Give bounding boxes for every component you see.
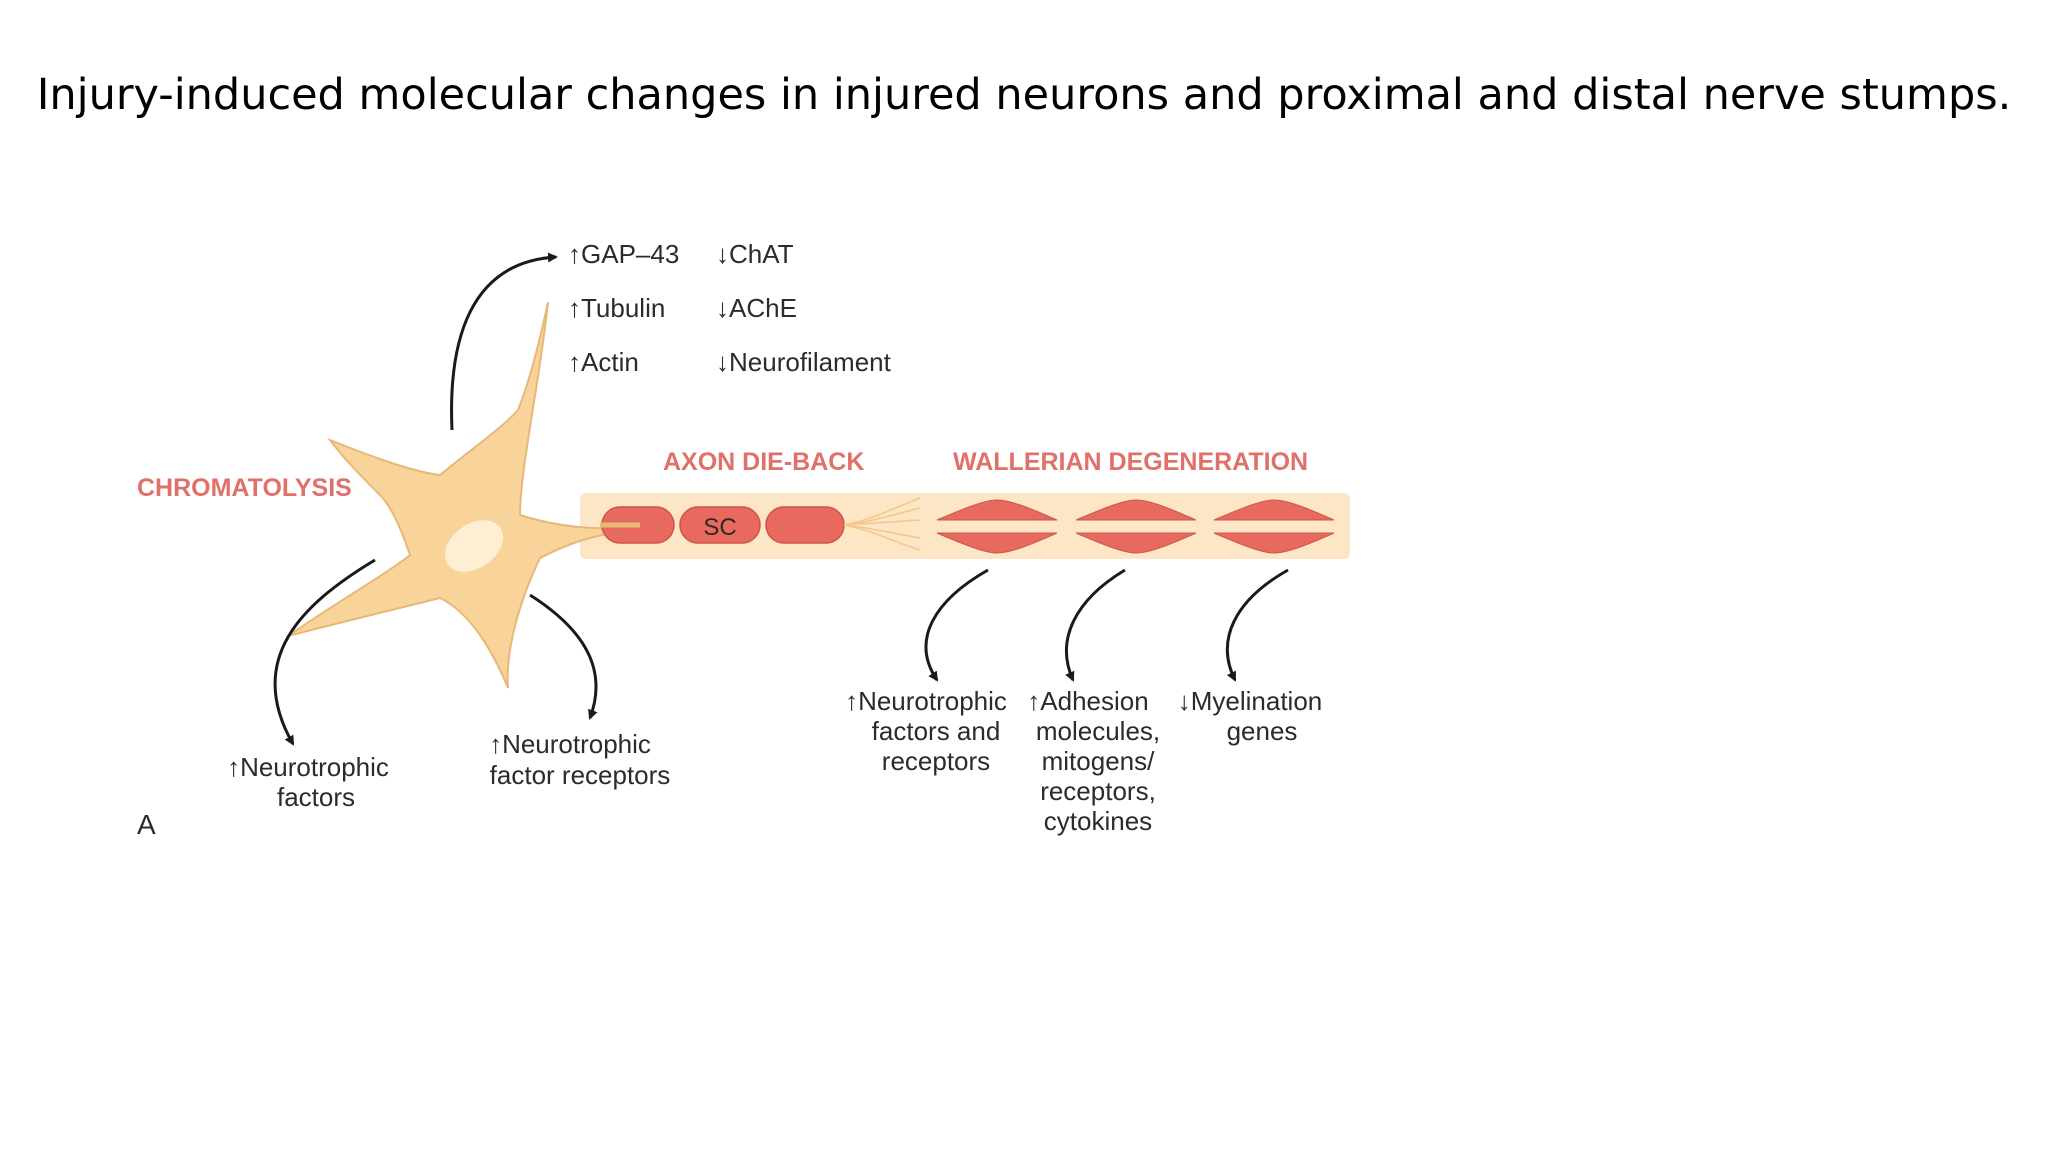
downregulated-1: ↓ChAT	[716, 239, 794, 269]
distal-2-line5: cytokines	[1044, 806, 1152, 836]
distal-2-line4: receptors,	[1040, 776, 1156, 806]
schwann-cell-sc	[679, 506, 761, 544]
arrow-to-soma-receptors	[529, 593, 598, 720]
soma-receptors-line1: ↑Neurotrophic	[489, 729, 651, 759]
distal-3-line2: genes	[1227, 716, 1298, 746]
distal-2-line2: molecules,	[1036, 716, 1160, 746]
upregulated-2: ↑Tubulin	[568, 293, 665, 323]
upregulated-1: ↑GAP–43	[568, 239, 679, 269]
frayed-axon-end	[843, 497, 921, 551]
arrows	[273, 252, 1289, 746]
panel-label: A	[137, 809, 156, 840]
chromatolysis-label: CHROMATOLYSIS	[137, 474, 352, 502]
distal-effects: ↑Neurotrophic factors and receptors ↑Adh…	[845, 686, 1322, 836]
axon-dieback-label: AXON DIE-BACK	[663, 448, 864, 476]
distal-1-line3: receptors	[882, 746, 990, 776]
distal-1-line2: factors and	[872, 716, 1001, 746]
soma-factors-line2: factors	[277, 782, 355, 812]
upregulated-3: ↑Actin	[568, 347, 639, 377]
schwann-cell-3	[765, 506, 845, 544]
downregulated-3: ↓Neurofilament	[716, 347, 892, 377]
myelin-fragments	[936, 499, 1335, 554]
distal-3-line1: ↓Myelination	[1178, 686, 1323, 716]
soma-receptors-line2: factor receptors	[490, 760, 671, 790]
arrow-distal-1	[924, 568, 989, 682]
schwann-cell-label: SC	[703, 514, 736, 541]
distal-2-line1: ↑Adhesion	[1027, 686, 1148, 716]
soma-factors-line1: ↑Neurotrophic	[227, 752, 389, 782]
slide-title: Injury-induced molecular changes in inju…	[36, 70, 2012, 120]
arrow-distal-3	[1225, 568, 1289, 682]
distal-2-line3: mitogens/	[1042, 746, 1155, 776]
downregulated-2: ↓AChE	[716, 293, 797, 323]
arrow-to-soma-factors	[273, 558, 376, 746]
nucleus	[444, 520, 504, 572]
distal-1-line1: ↑Neurotrophic	[845, 686, 1007, 716]
arrow-distal-2	[1065, 568, 1126, 682]
arrow-to-gene-changes	[450, 252, 558, 431]
wallerian-label: WALLERIAN DEGENERATION	[953, 448, 1308, 476]
